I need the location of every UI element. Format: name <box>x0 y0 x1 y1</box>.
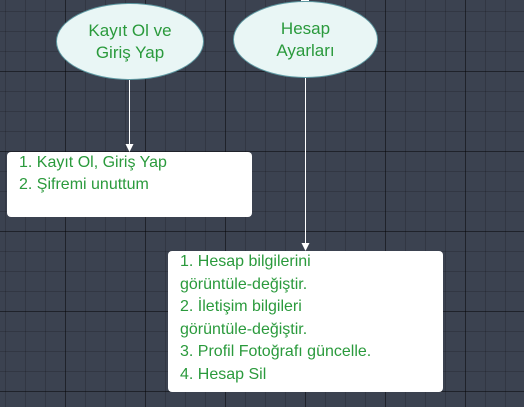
node-label-line: Kayıt Ol ve <box>88 20 172 40</box>
node-label-line: Giriş Yap <box>95 42 165 62</box>
box-line: 3. Profil Fotoğrafı güncelle. <box>180 343 372 360</box>
box-line: 4. Hesap Sil <box>180 365 267 383</box>
box-line: 1. Hesap bilgilerini <box>180 253 311 270</box>
box-line: görüntüle-değiştir. <box>180 275 308 293</box>
node-hesap-ayarlari[interactable]: Hesap Ayarları <box>233 1 378 78</box>
box-line: 2. İletişim bilgileri <box>180 298 302 315</box>
box-line: görüntüle-değiştir. <box>180 320 308 338</box>
box-line: 1. Kayıt Ol, Giriş Yap <box>19 154 167 171</box>
node-label: Kayıt Ol ve Giriş Yap <box>88 20 171 64</box>
node-label-line: Hesap <box>280 18 331 38</box>
node-label: Hesap Ayarları <box>276 18 334 62</box>
box-hesap-details[interactable]: 1. Hesap bilgilerini görüntüle-değiştir.… <box>168 251 443 392</box>
box-kayit-details[interactable]: 1. Kayıt Ol, Giriş Yap 2. Şifremi unuttu… <box>7 152 252 217</box>
node-label-line: Ayarları <box>276 40 335 60</box>
box-line: 2. Şifremi unuttum <box>19 176 149 193</box>
node-kayit-ol-giris-yap[interactable]: Kayıt Ol ve Giriş Yap <box>56 3 204 80</box>
